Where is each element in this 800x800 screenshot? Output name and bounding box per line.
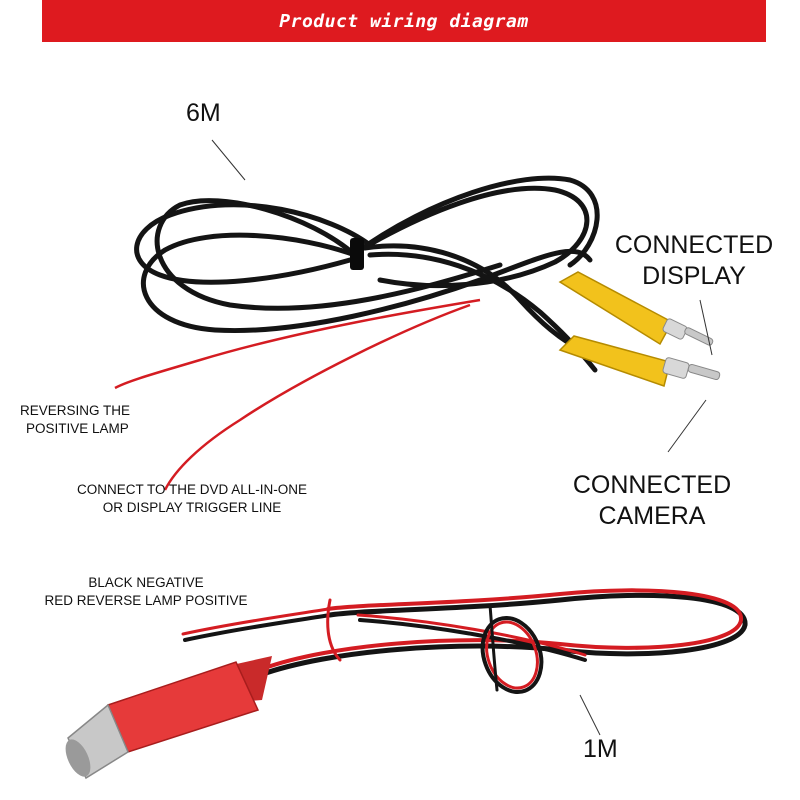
label-connected-display-line2: DISPLAY [642, 262, 746, 290]
label-trigger-line-line2: OR DISPLAY TRIGGER LINE [102, 500, 282, 515]
power-cable-1m [181, 588, 748, 694]
video-cable-6m [134, 175, 600, 373]
rca-connector-camera [558, 335, 721, 387]
label-power-cable-line1: BLACK NEGATIVE [88, 575, 204, 590]
label-connected-camera-line1: CONNECTED [572, 471, 732, 499]
label-length-6m: 6M [186, 99, 221, 127]
label-reversing-lamp-line2: POSITIVE LAMP [26, 421, 129, 436]
pointer-camera [667, 399, 707, 453]
label-trigger-line-line1: CONNECT TO THE DVD ALL-IN-ONE [76, 482, 308, 497]
label-connected-display-line1: CONNECTED [614, 231, 774, 259]
rca-connector-display [558, 271, 714, 346]
pointer-1m [579, 694, 601, 736]
label-connected-camera-line2: CAMERA [598, 502, 706, 530]
label-reversing-lamp-line1: REVERSING THE [20, 403, 131, 418]
label-length-1m: 1M [583, 735, 618, 763]
page-title: Product wiring diagram [279, 10, 529, 32]
pointer-display [699, 299, 713, 356]
trigger-wire [114, 298, 481, 491]
label-power-cable: BLACK NEGATIVE RED REVERSE LAMP POSITIVE [26, 574, 266, 610]
dc-power-plug [65, 656, 272, 780]
label-power-cable-line2: RED REVERSE LAMP POSITIVE [44, 593, 248, 608]
label-connected-camera: CONNECTED CAMERA [562, 470, 742, 532]
cable-tie [350, 238, 364, 270]
label-trigger-line: CONNECT TO THE DVD ALL-IN-ONE OR DISPLAY… [58, 481, 326, 517]
header-banner: Product wiring diagram [42, 0, 766, 42]
pointer-6m [211, 139, 246, 181]
pointer-lines [211, 139, 713, 736]
label-reversing-lamp: REVERSING THE POSITIVE LAMP [20, 402, 130, 438]
label-connected-display: CONNECTED DISPLAY [606, 230, 782, 292]
